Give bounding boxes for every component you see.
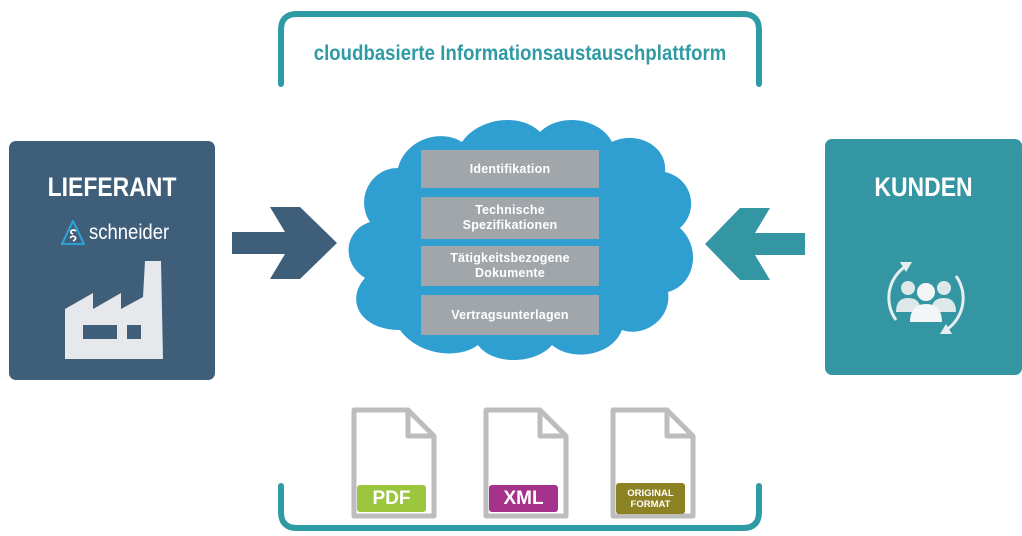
cloud-item-taetigkeitsbezogene-dokumente: Tätigkeitsbezogene Dokumente	[421, 246, 599, 286]
arrow-customer-to-cloud	[705, 208, 805, 280]
cloud-item-technische-spezifikationen: Technische Spezifikationen	[421, 197, 599, 239]
supplier-title: LIEFERANT	[47, 172, 177, 202]
customer-box: KUNDEN	[825, 139, 1022, 375]
arrow-supplier-to-cloud	[232, 207, 337, 279]
factory-icon	[65, 261, 163, 359]
cloud-item-vertragsunterlagen: Vertragsunterlagen	[421, 295, 599, 335]
cloud-item-identifikation: Identifikation	[421, 150, 599, 188]
file-format-pdf: PDF	[357, 485, 426, 512]
platform-title: cloudbasierte Informationsaustauschplatt…	[313, 42, 727, 65]
customer-title: KUNDEN	[874, 172, 973, 202]
brand-logo: schneider	[61, 219, 180, 247]
file-format-original: ORIGINAL FORMAT	[616, 483, 685, 514]
platform-bracket-top	[278, 11, 762, 87]
schneider-logo-icon	[61, 220, 85, 246]
file-format-xml: XML	[489, 485, 558, 512]
platform-bracket-bottom	[278, 483, 762, 531]
brand-name: schneider	[89, 221, 170, 244]
customer-group-cycle-icon	[887, 262, 965, 334]
supplier-box: LIEFERANT schneider	[9, 141, 215, 380]
